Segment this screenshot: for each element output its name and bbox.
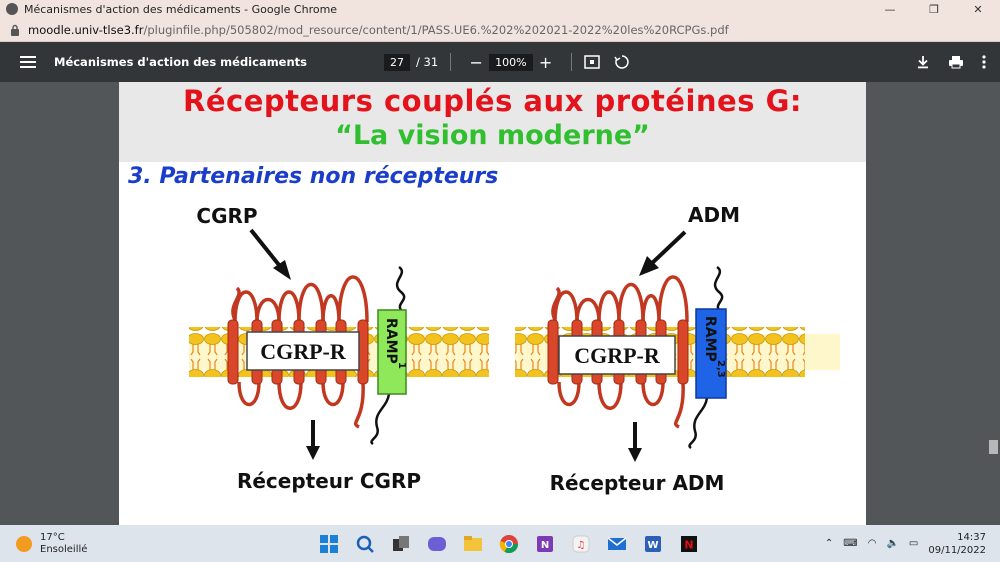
- left-ligand-label: CGRP: [196, 204, 257, 228]
- system-tray: ⌃ ⌨ ◠ 🔈 ▭ 14:37 09/11/2022: [825, 525, 986, 562]
- search-icon[interactable]: [354, 533, 376, 555]
- page-total: / 31: [416, 55, 439, 69]
- toolbar-divider: [450, 53, 452, 71]
- ramp23-text-group: RAMP 2,3: [702, 316, 726, 378]
- chrome-favicon-icon: [6, 3, 18, 15]
- address-bar[interactable]: moodle.univ-tlse3.fr/pluginfile.php/5058…: [0, 18, 1000, 42]
- volume-icon[interactable]: 🔈: [886, 538, 899, 549]
- ramp23-label: RAMP: [702, 316, 718, 362]
- right-down-arrow: [628, 422, 642, 462]
- battery-icon[interactable]: ▭: [908, 538, 919, 549]
- right-ramp-tail: [713, 265, 724, 313]
- lock-icon: [11, 24, 19, 36]
- zoom-level-input[interactable]: 100%: [489, 53, 533, 71]
- zoom-out-button[interactable]: −: [469, 52, 483, 72]
- clock-date: 09/11/2022: [928, 544, 986, 556]
- onenote-icon[interactable]: N: [534, 533, 556, 555]
- windows-start-icon[interactable]: [318, 533, 340, 555]
- right-receptor: [551, 275, 689, 429]
- more-options-icon[interactable]: [982, 55, 986, 69]
- right-receptor-label: CGRP-R: [574, 343, 661, 368]
- url-path: /pluginfile.php/505802/mod_resource/cont…: [143, 22, 729, 37]
- slide-header-band: [119, 82, 866, 162]
- chevron-up-icon[interactable]: ⌃: [824, 538, 834, 549]
- window-title: Mécanismes d'action des médicaments - Go…: [24, 2, 338, 16]
- pdf-page: Récepteurs couplés aux protéines G: “La …: [119, 82, 866, 525]
- svg-text:N: N: [684, 538, 693, 551]
- right-ligand-arrow: [639, 230, 687, 276]
- ramp1-subscript: 1: [396, 362, 407, 369]
- weather-status: Ensoleillé: [40, 543, 88, 555]
- right-ramp-tail: [688, 397, 709, 450]
- chrome-icon[interactable]: [498, 533, 520, 555]
- right-receptor-box: [558, 335, 676, 375]
- scrollbar-thumb[interactable]: [989, 440, 998, 454]
- left-receptor-box: [246, 331, 360, 371]
- toolbar-divider: [570, 53, 572, 71]
- rotate-icon[interactable]: [614, 54, 630, 70]
- restore-button[interactable]: ❐: [929, 2, 939, 16]
- page-control: 27 / 31: [384, 53, 439, 71]
- minimize-button[interactable]: —: [884, 2, 896, 16]
- teams-chat-icon[interactable]: [426, 533, 448, 555]
- zoom-in-button[interactable]: +: [538, 52, 553, 72]
- close-button[interactable]: ✕: [973, 2, 983, 16]
- slide-subtitle: “La vision moderne”: [335, 120, 650, 151]
- ramp1-label: RAMP: [383, 318, 399, 364]
- file-explorer-icon[interactable]: [462, 533, 484, 555]
- keyboard-icon[interactable]: ⌨: [843, 538, 858, 549]
- task-view-icon[interactable]: [390, 533, 412, 555]
- word-icon[interactable]: W: [642, 533, 664, 555]
- download-icon[interactable]: [916, 55, 930, 69]
- netflix-icon[interactable]: N: [678, 533, 700, 555]
- left-down-arrow: [306, 420, 320, 460]
- receptor-diagram: CGRP-R RAMP 1 CGRP Récepteur CGRP: [189, 203, 840, 495]
- left-receptor-label: CGRP-R: [260, 339, 347, 364]
- right-result-label: Récepteur ADM: [550, 471, 725, 495]
- right-ligand-label: ADM: [688, 203, 740, 227]
- ramp23-box: [695, 308, 727, 399]
- pdf-viewer[interactable]: Récepteurs couplés aux protéines G: “La …: [0, 82, 1000, 525]
- svg-text:W: W: [647, 540, 658, 551]
- taskbar: 17°C Ensoleillé N: [0, 525, 1000, 562]
- left-ligand-arrow: [249, 228, 291, 280]
- url-host: moodle.univ-tlse3.fr: [28, 22, 144, 37]
- svg-text:N: N: [541, 540, 549, 551]
- weather-widget[interactable]: 17°C Ensoleillé: [16, 532, 316, 556]
- ramp1-box: [377, 309, 407, 395]
- fit-page-icon[interactable]: [583, 55, 600, 69]
- sun-icon: [16, 535, 32, 552]
- clock[interactable]: 14:37 09/11/2022: [928, 531, 986, 557]
- ramp1-text-group: RAMP 1: [383, 318, 407, 369]
- page-number-input[interactable]: 27: [384, 53, 410, 71]
- taskbar-apps: N ♫ W N: [318, 525, 700, 562]
- wifi-icon[interactable]: ◠: [867, 538, 877, 549]
- print-icon[interactable]: [948, 55, 964, 69]
- clock-time: 14:37: [957, 531, 986, 543]
- mail-icon[interactable]: [606, 533, 628, 555]
- slide-title: Récepteurs couplés aux protéines G:: [183, 84, 802, 118]
- section-heading: 3. Partenaires non récepteurs: [128, 164, 499, 189]
- left-ramp-tail: [395, 265, 406, 313]
- svg-text:♫: ♫: [577, 540, 586, 551]
- menu-icon[interactable]: [20, 56, 36, 68]
- left-ramp-tail: [370, 393, 391, 446]
- left-result-label: Récepteur CGRP: [237, 469, 421, 493]
- ramp23-subscript: 2,3: [715, 360, 726, 378]
- music-app-icon[interactable]: ♫: [570, 533, 592, 555]
- left-receptor: [231, 275, 369, 429]
- temperature: 17°C: [40, 531, 65, 543]
- pdf-toolbar: Mécanismes d'action des médicaments 27 /…: [0, 42, 1000, 82]
- document-title: Mécanismes d'action des médicaments: [54, 55, 308, 69]
- window-titlebar: Mécanismes d'action des médicaments - Go…: [0, 0, 1000, 18]
